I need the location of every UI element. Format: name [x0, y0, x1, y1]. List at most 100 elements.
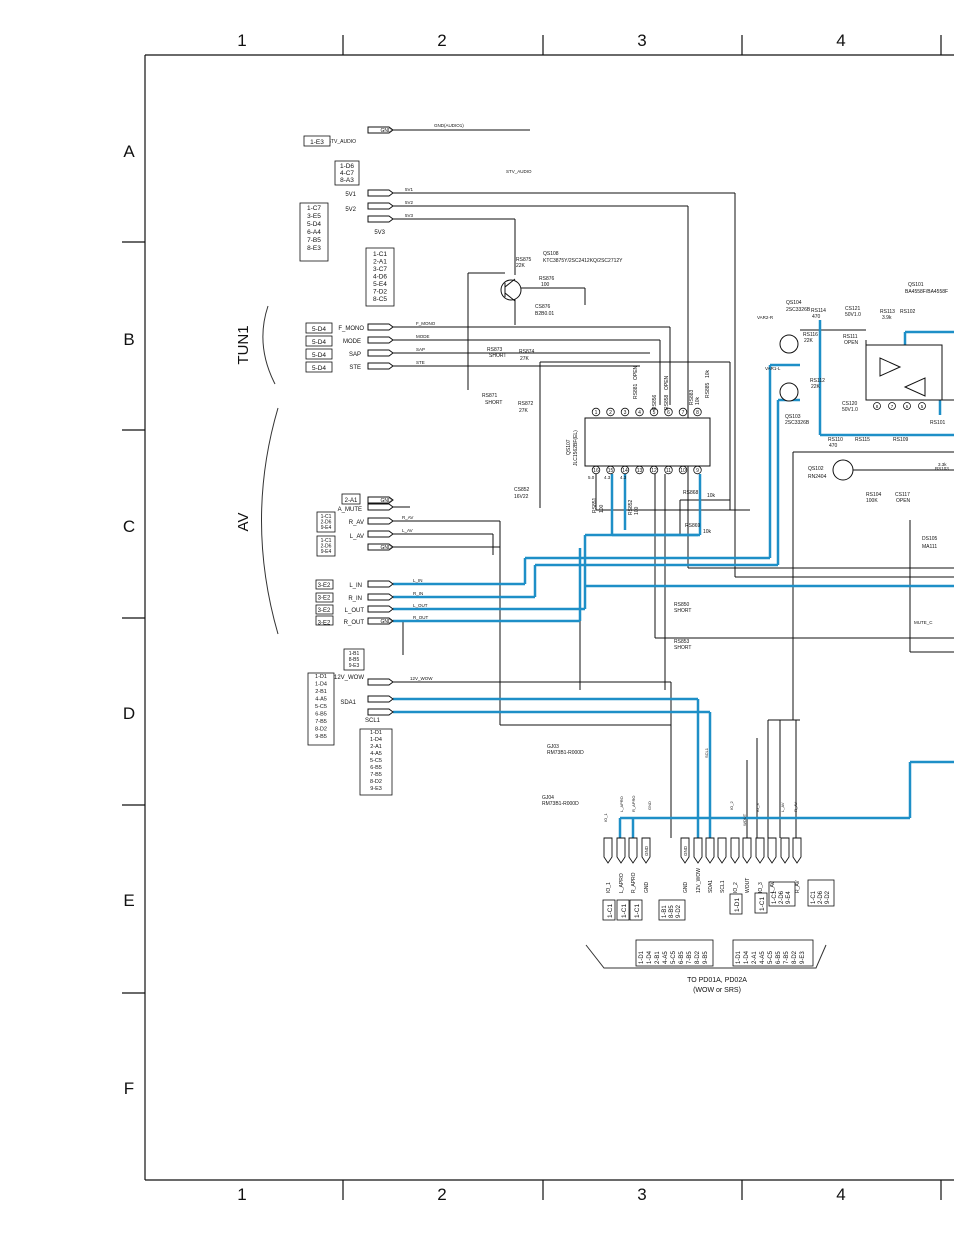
ref-v5_1_refs-1: 4-C7: [340, 170, 354, 177]
q101-pin-bot-5: [918, 402, 926, 410]
label-rs869: RS869: [685, 523, 701, 529]
connector-pin-l_apro: [616, 837, 626, 864]
label-ds105: DS105: [922, 536, 938, 542]
label-rs850: RS850: [674, 602, 690, 608]
connector-pin-wout: [742, 837, 752, 864]
ref-bot-block-b-6: 7-B5: [784, 951, 790, 964]
ref-sda_refs-8: 9-B5: [315, 734, 327, 740]
connector-pin-r_apro: [628, 837, 638, 864]
label-rs876: RS876: [539, 276, 555, 282]
port-5v3: 5V3: [374, 230, 385, 236]
connector-pin-gnd-extra: [780, 837, 790, 864]
label-rs111-val: OPEN: [844, 340, 859, 346]
label-rs868-val: 10k: [707, 493, 716, 499]
label-qs103: QS103: [785, 414, 801, 420]
ref-bot-wow-0: 1-B1: [662, 905, 668, 918]
ref-v5_2_refs-3: 6-A4: [307, 229, 321, 236]
ref-r_av_refs-0: 1-C1: [321, 514, 332, 520]
ic-qs107: [584, 417, 711, 467]
label-rs109: RS109: [893, 437, 909, 443]
label-rs873-val: SHORT: [489, 353, 506, 359]
q101-pin-num-bot-6: 6: [906, 404, 909, 409]
top-rapro: R_APRO: [631, 796, 636, 812]
port-12v-wow: 12V_WOW: [334, 675, 364, 681]
ref-scl_refs-4: 5-C5: [370, 758, 382, 764]
label-rs116: RS116: [803, 332, 818, 338]
label-rs875: RS875: [516, 257, 532, 263]
label-qs101: QS101: [908, 282, 924, 288]
ref-bot-block-b-7: 8-D2: [792, 950, 798, 964]
ref-v5_3_refs-0: 1-C1: [373, 251, 387, 258]
ref-v5_2_refs-0: 1-C7: [307, 205, 321, 212]
ic-volt-0: 5.0: [588, 475, 595, 480]
col-label-top-2: 2: [437, 31, 446, 50]
ref-amute: 2-A1: [345, 498, 358, 504]
top-gnd: GND: [647, 801, 652, 810]
top-rav: R_AV: [793, 802, 798, 812]
label-rs871-val: SHORT: [485, 400, 502, 406]
row-label-E: E: [123, 891, 134, 910]
net-12v-wow: 12V_WOW: [410, 676, 433, 681]
port-5v2: 5V2: [345, 207, 356, 213]
net-mute-c: MUTE_C: [914, 620, 933, 625]
ref-bot-block-b-1: 1-D4: [744, 950, 750, 964]
label-cs852-val: 16V22: [514, 494, 529, 500]
transistor-qs108: [500, 278, 522, 302]
connector-bracket: [585, 944, 827, 969]
port-f-mono: F_MONO: [338, 326, 364, 332]
port-l-in: L_IN: [349, 583, 362, 589]
net-l-out: L_OUT: [413, 603, 428, 608]
connector-text: TO PD01A, PD02A (WOW or SRS): [687, 977, 747, 994]
connector-caption: TO PD01A, PD02A: [687, 977, 747, 984]
row-label-A: A: [123, 142, 135, 161]
label-rs883: RS883: [689, 389, 695, 405]
ref-bot-block-a-5: 6-B5: [679, 951, 685, 964]
label-qs107: QS107: [566, 439, 572, 455]
ref-bot-lav-0: 1-C1: [772, 890, 778, 904]
port-scl1: SCL1: [365, 718, 381, 724]
net-ste: STE: [416, 360, 425, 365]
ref-sda_refs-4: 5-C5: [315, 704, 327, 710]
q101-pin-num-bot-8: 8: [876, 404, 879, 409]
connector-pin-label-12: R_AV: [795, 880, 801, 893]
label-rs112-val: 22K: [811, 384, 821, 390]
ref-wow_refs-0: 1-B1: [349, 651, 360, 657]
q101-pin-num-bot-5: 5: [921, 404, 924, 409]
label-gj03: GJ03: [547, 744, 559, 750]
net-gnd-audio1: GND(AUDIO1): [434, 123, 464, 128]
ic-volt-2: 4.3: [620, 475, 627, 480]
ref-l_av_refs-1: 2-D6: [321, 544, 332, 550]
label-rs111: RS111: [843, 334, 858, 340]
net-f-mono: F_MONO: [416, 321, 436, 326]
transistors-right: [779, 334, 854, 481]
wires: [393, 129, 954, 838]
ref-bot-lav-1: 2-D6: [779, 890, 785, 904]
connector-pin-io_2: [730, 837, 740, 864]
label-rs876-val: 100: [541, 282, 550, 288]
port-ste: STE: [349, 365, 361, 371]
ic-pin-num-bot-15: 15: [608, 468, 614, 474]
ref-bot-c: 1-C1: [634, 904, 641, 918]
ic-pin-num-bot-9: 9: [696, 468, 699, 474]
net-5v1: 5V1: [405, 187, 414, 192]
label-rs115: RS115: [855, 437, 870, 443]
label-rs853-val: SHORT: [674, 645, 691, 651]
label-gj03-part: RM73B1-R000D: [547, 750, 584, 756]
q101-pin-num-bot-7: 7: [891, 404, 894, 409]
col-label-bot-4: 4: [836, 1185, 845, 1204]
ref-bot-block-b-4: 5-C5: [768, 950, 774, 964]
ic-pin-num-top-2: 2: [609, 410, 612, 416]
q101-pin-bot-6: [903, 402, 911, 410]
label-rs853: RS853: [674, 639, 690, 645]
label-rs114: RS114: [811, 308, 826, 314]
connector-pin-label-0: IO_1: [606, 882, 612, 893]
net-l-in: L_IN: [413, 578, 423, 583]
label-rs112: RS112: [810, 378, 825, 384]
connector-pin-r_av: [792, 837, 802, 864]
col-label-top-1: 1: [237, 31, 246, 50]
ref-bot-wow-2: 9-D2: [676, 904, 682, 918]
ref-v5_3_refs-3: 4-D6: [373, 274, 387, 281]
ref-bot-rav-2: 9-D2: [825, 890, 831, 904]
port-l-av: L_AV: [350, 534, 364, 540]
